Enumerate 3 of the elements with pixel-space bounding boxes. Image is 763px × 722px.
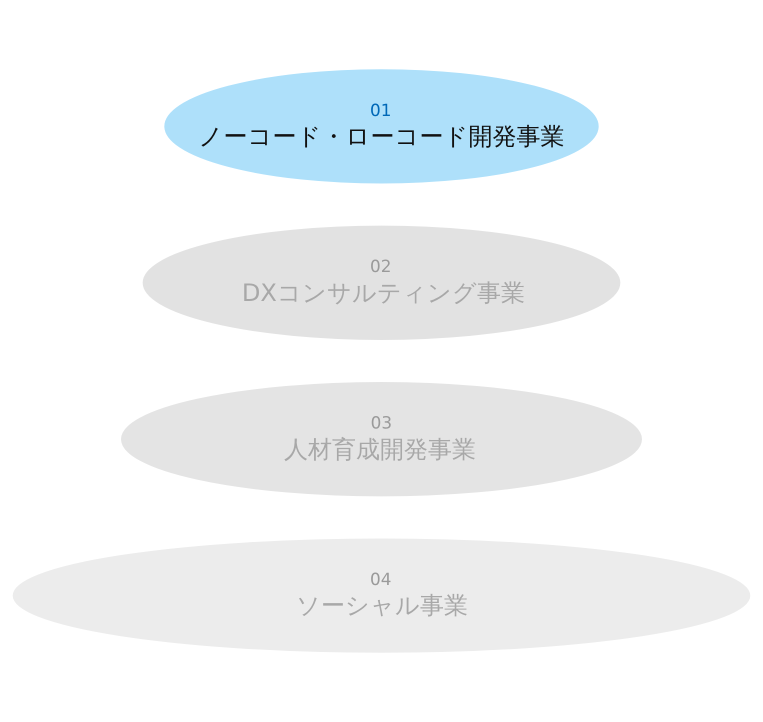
node-ellipse: 02 DXコンサルティング事業 — [142, 226, 620, 340]
node-ellipse: 03 人材育成開発事業 — [121, 382, 642, 496]
node-ellipse: 01 ノーコード・ローコード開発事業 — [164, 69, 599, 184]
